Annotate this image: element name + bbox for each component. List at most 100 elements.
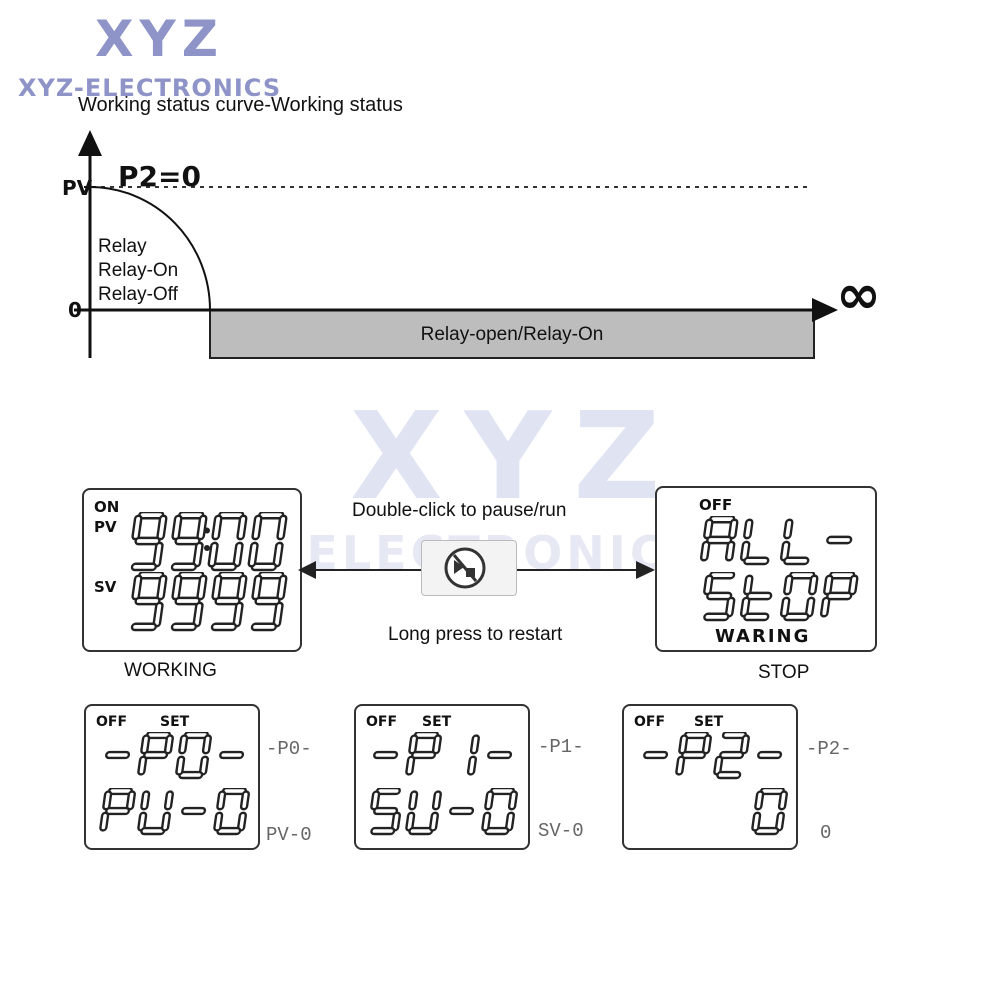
segment-g — [143, 750, 169, 760]
double-click-text: Double-click to pause/run — [352, 500, 567, 521]
segment-b — [236, 514, 248, 541]
sv-tag: SV — [94, 578, 117, 596]
segment-g — [373, 806, 399, 816]
segment-g — [719, 750, 745, 760]
segment-b — [808, 574, 819, 596]
segment-g — [105, 806, 131, 816]
segment-d — [743, 556, 770, 566]
segment-f — [783, 518, 794, 540]
segment-a — [709, 572, 736, 580]
segment-e — [675, 755, 686, 776]
segment-b — [431, 734, 442, 755]
segment-f — [743, 574, 754, 596]
segment-f — [408, 734, 419, 755]
segment-g — [134, 536, 161, 546]
relay-bar-label: Relay-open/Relay-On — [420, 324, 604, 345]
side-label-sv0: SV-0 — [538, 820, 584, 842]
brand-logo: XYZ — [95, 10, 225, 68]
segment-e — [207, 541, 219, 568]
colon-dot — [204, 527, 210, 534]
brand-name: XYZ-ELECTRONICS — [18, 74, 282, 102]
segment-b — [507, 790, 518, 811]
segment-f — [131, 574, 143, 601]
segment-g — [105, 750, 131, 760]
segment-f — [484, 790, 495, 811]
lcd-param-p0: OFF SET — [84, 704, 260, 850]
segment-b — [848, 574, 859, 596]
side-label-p2: -P2- — [806, 738, 852, 760]
seg-row-p1 — [373, 732, 513, 776]
curve-title: Working status curve-Working status — [78, 94, 403, 116]
segment-e — [481, 811, 492, 832]
seg-row-p2 — [643, 732, 783, 780]
segment-f — [823, 574, 834, 596]
side-label-p1: -P1- — [538, 736, 584, 758]
seg-row-stop — [703, 572, 859, 622]
segment-e — [247, 541, 259, 568]
segment-e — [175, 755, 186, 776]
segment-g — [411, 750, 437, 760]
watermark-logo: XYZ — [350, 388, 683, 527]
segment-g — [826, 591, 853, 601]
segment-a — [375, 788, 401, 796]
segment-b — [163, 790, 174, 811]
seg-row-sv0 — [370, 788, 518, 836]
segment-b — [239, 790, 250, 811]
segment-g — [643, 750, 669, 760]
zero-axis-label: 0 — [68, 298, 82, 322]
seg-row-pv — [130, 512, 288, 572]
segment-g — [826, 535, 853, 545]
set-indicator: SET — [422, 714, 452, 730]
segment-b — [125, 790, 136, 811]
segment-e — [405, 755, 416, 776]
segment-b — [728, 518, 739, 540]
pause-run-icon — [444, 547, 486, 589]
infinity-symbol: ∞ — [836, 263, 881, 326]
segment-e — [137, 755, 148, 776]
segment-g — [681, 750, 707, 760]
segment-f — [251, 514, 263, 541]
segment-c — [272, 601, 284, 628]
set-indicator: SET — [694, 714, 724, 730]
segment-f — [171, 574, 183, 601]
relay-on-label: Relay-On — [98, 260, 179, 281]
seg-row-p0 — [105, 732, 245, 780]
pv-axis-label: PV — [62, 176, 93, 200]
left-arrow — [298, 561, 316, 579]
segment-f — [211, 514, 223, 541]
on-indicator: ON — [94, 498, 120, 516]
right-arrow — [636, 561, 655, 579]
segment-d — [140, 826, 166, 836]
segment-f — [140, 790, 151, 811]
segment-d — [130, 562, 157, 572]
segment-b — [739, 734, 750, 755]
relay-label: Relay — [98, 236, 147, 257]
relay-off-label: Relay-Off — [98, 284, 178, 305]
segment-c — [428, 811, 439, 832]
decay-curve — [89, 186, 211, 311]
segment-c — [272, 541, 284, 568]
segment-c — [192, 601, 204, 628]
segment-d — [170, 562, 197, 572]
segment-d — [783, 556, 810, 566]
segment-g — [373, 750, 399, 760]
segment-c — [724, 540, 736, 562]
segment-g — [706, 591, 733, 601]
segment-f — [370, 790, 381, 811]
segment-b — [201, 734, 212, 755]
segment-e — [751, 811, 762, 832]
segment-f — [102, 790, 113, 811]
segment-f — [678, 734, 689, 755]
segment-d — [170, 622, 197, 632]
segment-e — [99, 811, 110, 832]
segment-f — [216, 790, 227, 811]
off-indicator: OFF — [96, 714, 128, 730]
seg-row-all — [699, 516, 853, 566]
segment-b — [469, 734, 480, 755]
segment-c — [152, 601, 164, 628]
off-indicator: OFF — [699, 496, 733, 514]
segment-f — [211, 574, 223, 601]
warning-text: WARING — [715, 626, 811, 647]
segment-f — [408, 790, 419, 811]
segment-f — [703, 574, 714, 596]
